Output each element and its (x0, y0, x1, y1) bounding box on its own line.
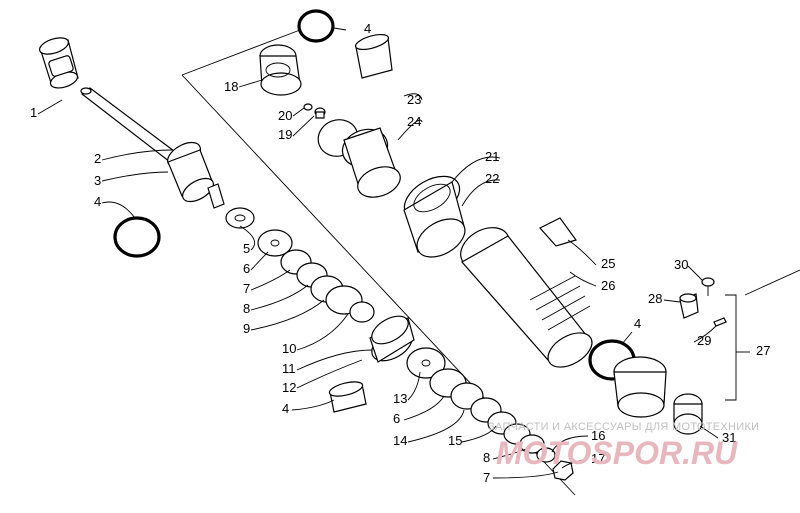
callout-c6a: 6 (243, 261, 250, 276)
part-25-shield (539, 217, 577, 247)
callout-c19: 19 (278, 127, 292, 142)
callout-c4d: 4 (634, 316, 641, 331)
part-30-screw (701, 277, 715, 296)
callout-c30: 30 (674, 257, 688, 272)
part-27-lower-housing (613, 356, 667, 418)
callout-c31: 31 (722, 430, 736, 445)
callout-c4a: 4 (94, 194, 101, 209)
callout-c14: 14 (393, 433, 407, 448)
part-11-piston (369, 315, 415, 363)
part-21-22-adjuster-nut (403, 175, 466, 258)
callout-c4c: 4 (364, 21, 371, 36)
callout-c8b: 8 (483, 450, 490, 465)
part-20-small-oring (303, 103, 313, 111)
callout-c15: 15 (448, 433, 462, 448)
part-26-body (460, 227, 593, 368)
part-4-band-lower (328, 381, 367, 413)
callout-c6b: 6 (393, 411, 400, 426)
callout-c7b: 7 (483, 470, 490, 485)
callout-c29: 29 (697, 333, 711, 348)
callout-c20: 20 (278, 108, 292, 123)
callout-c13: 13 (393, 391, 407, 406)
part-4-band-top (354, 33, 393, 79)
callout-c25: 25 (601, 256, 615, 271)
callout-c22: 22 (485, 171, 499, 186)
callout-c16: 16 (591, 428, 605, 443)
part-1-bushing (38, 37, 79, 89)
part-3-body (167, 141, 225, 209)
callout-c26: 26 (601, 278, 615, 293)
watermark-tagline: ЗАПЧАСТИ И АКСЕССУАРЫ ДЛЯ МОТОТЕХНИКИ (488, 421, 759, 433)
part-19-valve (314, 107, 326, 119)
callout-c27: 27 (756, 343, 770, 358)
callout-c8a: 8 (243, 301, 250, 316)
callout-c23: 23 (407, 92, 421, 107)
callout-c4b: 4 (282, 401, 289, 416)
part-4-oring-top (297, 9, 335, 43)
leader-lines (37, 27, 750, 479)
part-29-spring (713, 317, 727, 327)
callout-c12: 12 (282, 380, 296, 395)
washer-stack-upper (225, 207, 375, 323)
callout-c21: 21 (485, 149, 499, 164)
callout-c10: 10 (282, 341, 296, 356)
callout-c11: 11 (282, 361, 296, 376)
callout-c7a: 7 (243, 281, 250, 296)
callout-c24: 24 (407, 114, 421, 129)
part-4-oring-left (113, 216, 161, 258)
callout-c28: 28 (648, 291, 662, 306)
callout-c5: 5 (243, 241, 250, 256)
callout-c9: 9 (243, 321, 250, 336)
watermark-brand: MOTOSPOR.RU (496, 435, 738, 471)
part-18-cap (259, 44, 302, 96)
part-28-valve-body (679, 293, 699, 319)
callout-c17: 17 (591, 451, 605, 466)
callout-c1: 1 (30, 105, 37, 120)
part-31-bushing (673, 393, 703, 435)
callout-c18: 18 (224, 79, 238, 94)
callout-c3: 3 (94, 173, 101, 188)
part-23-24-rings (317, 119, 401, 198)
callout-c2: 2 (94, 151, 101, 166)
